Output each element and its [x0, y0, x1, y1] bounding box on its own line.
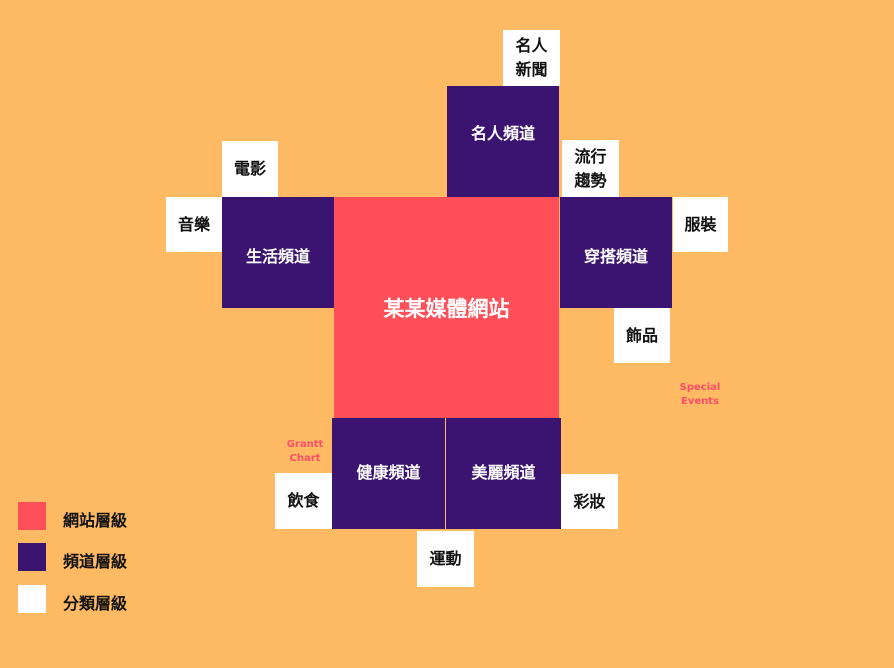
category-sports: 運動: [417, 531, 474, 587]
category-trends: 流行趨勢: [562, 140, 619, 197]
category-label: 飲食: [287, 491, 320, 510]
category-food: 飲食: [275, 473, 332, 529]
legend-label-site: 網站層級: [63, 511, 128, 530]
channel-health: 健康頻道: [332, 418, 445, 529]
site-label: 某某媒體網站: [383, 296, 510, 321]
channel-style: 穿搭頻道: [560, 197, 672, 308]
legend-swatch-site: [18, 502, 46, 530]
category-label: 音樂: [177, 214, 210, 234]
category-label: 名人新聞: [515, 36, 548, 79]
category-music: 音樂: [166, 197, 222, 252]
category-celeb-news: 名人新聞: [503, 30, 560, 86]
legend-swatch-category: [18, 585, 46, 613]
channel-life: 生活頻道: [222, 197, 334, 308]
category-label: 運動: [429, 549, 462, 568]
category-label: 電影: [233, 159, 266, 178]
channel-label: 健康頻道: [356, 463, 421, 482]
legend-label-channel: 頻道層級: [63, 552, 128, 571]
channel-beauty: 美麗頻道: [446, 418, 561, 529]
category-label: 流行趨勢: [574, 146, 607, 190]
category-label: 服裝: [684, 214, 717, 234]
channel-celebrity: 名人頻道: [447, 86, 559, 197]
category-accessories: 飾品: [614, 308, 670, 363]
channel-label: 穿搭頻道: [583, 247, 648, 266]
legend-label-category: 分類層級: [63, 594, 128, 613]
category-label: 飾品: [625, 325, 658, 345]
channel-label: 美麗頻道: [471, 463, 536, 482]
category-movies: 電影: [222, 141, 278, 197]
channel-label: 名人頻道: [470, 124, 535, 143]
category-makeup: 彩妝: [561, 474, 618, 529]
category-label: 彩妝: [573, 491, 606, 511]
channel-label: 生活頻道: [245, 247, 310, 266]
legend-swatch-channel: [18, 543, 46, 571]
category-clothing: 服裝: [673, 197, 728, 252]
site-block: 某某媒體網站: [334, 197, 559, 418]
